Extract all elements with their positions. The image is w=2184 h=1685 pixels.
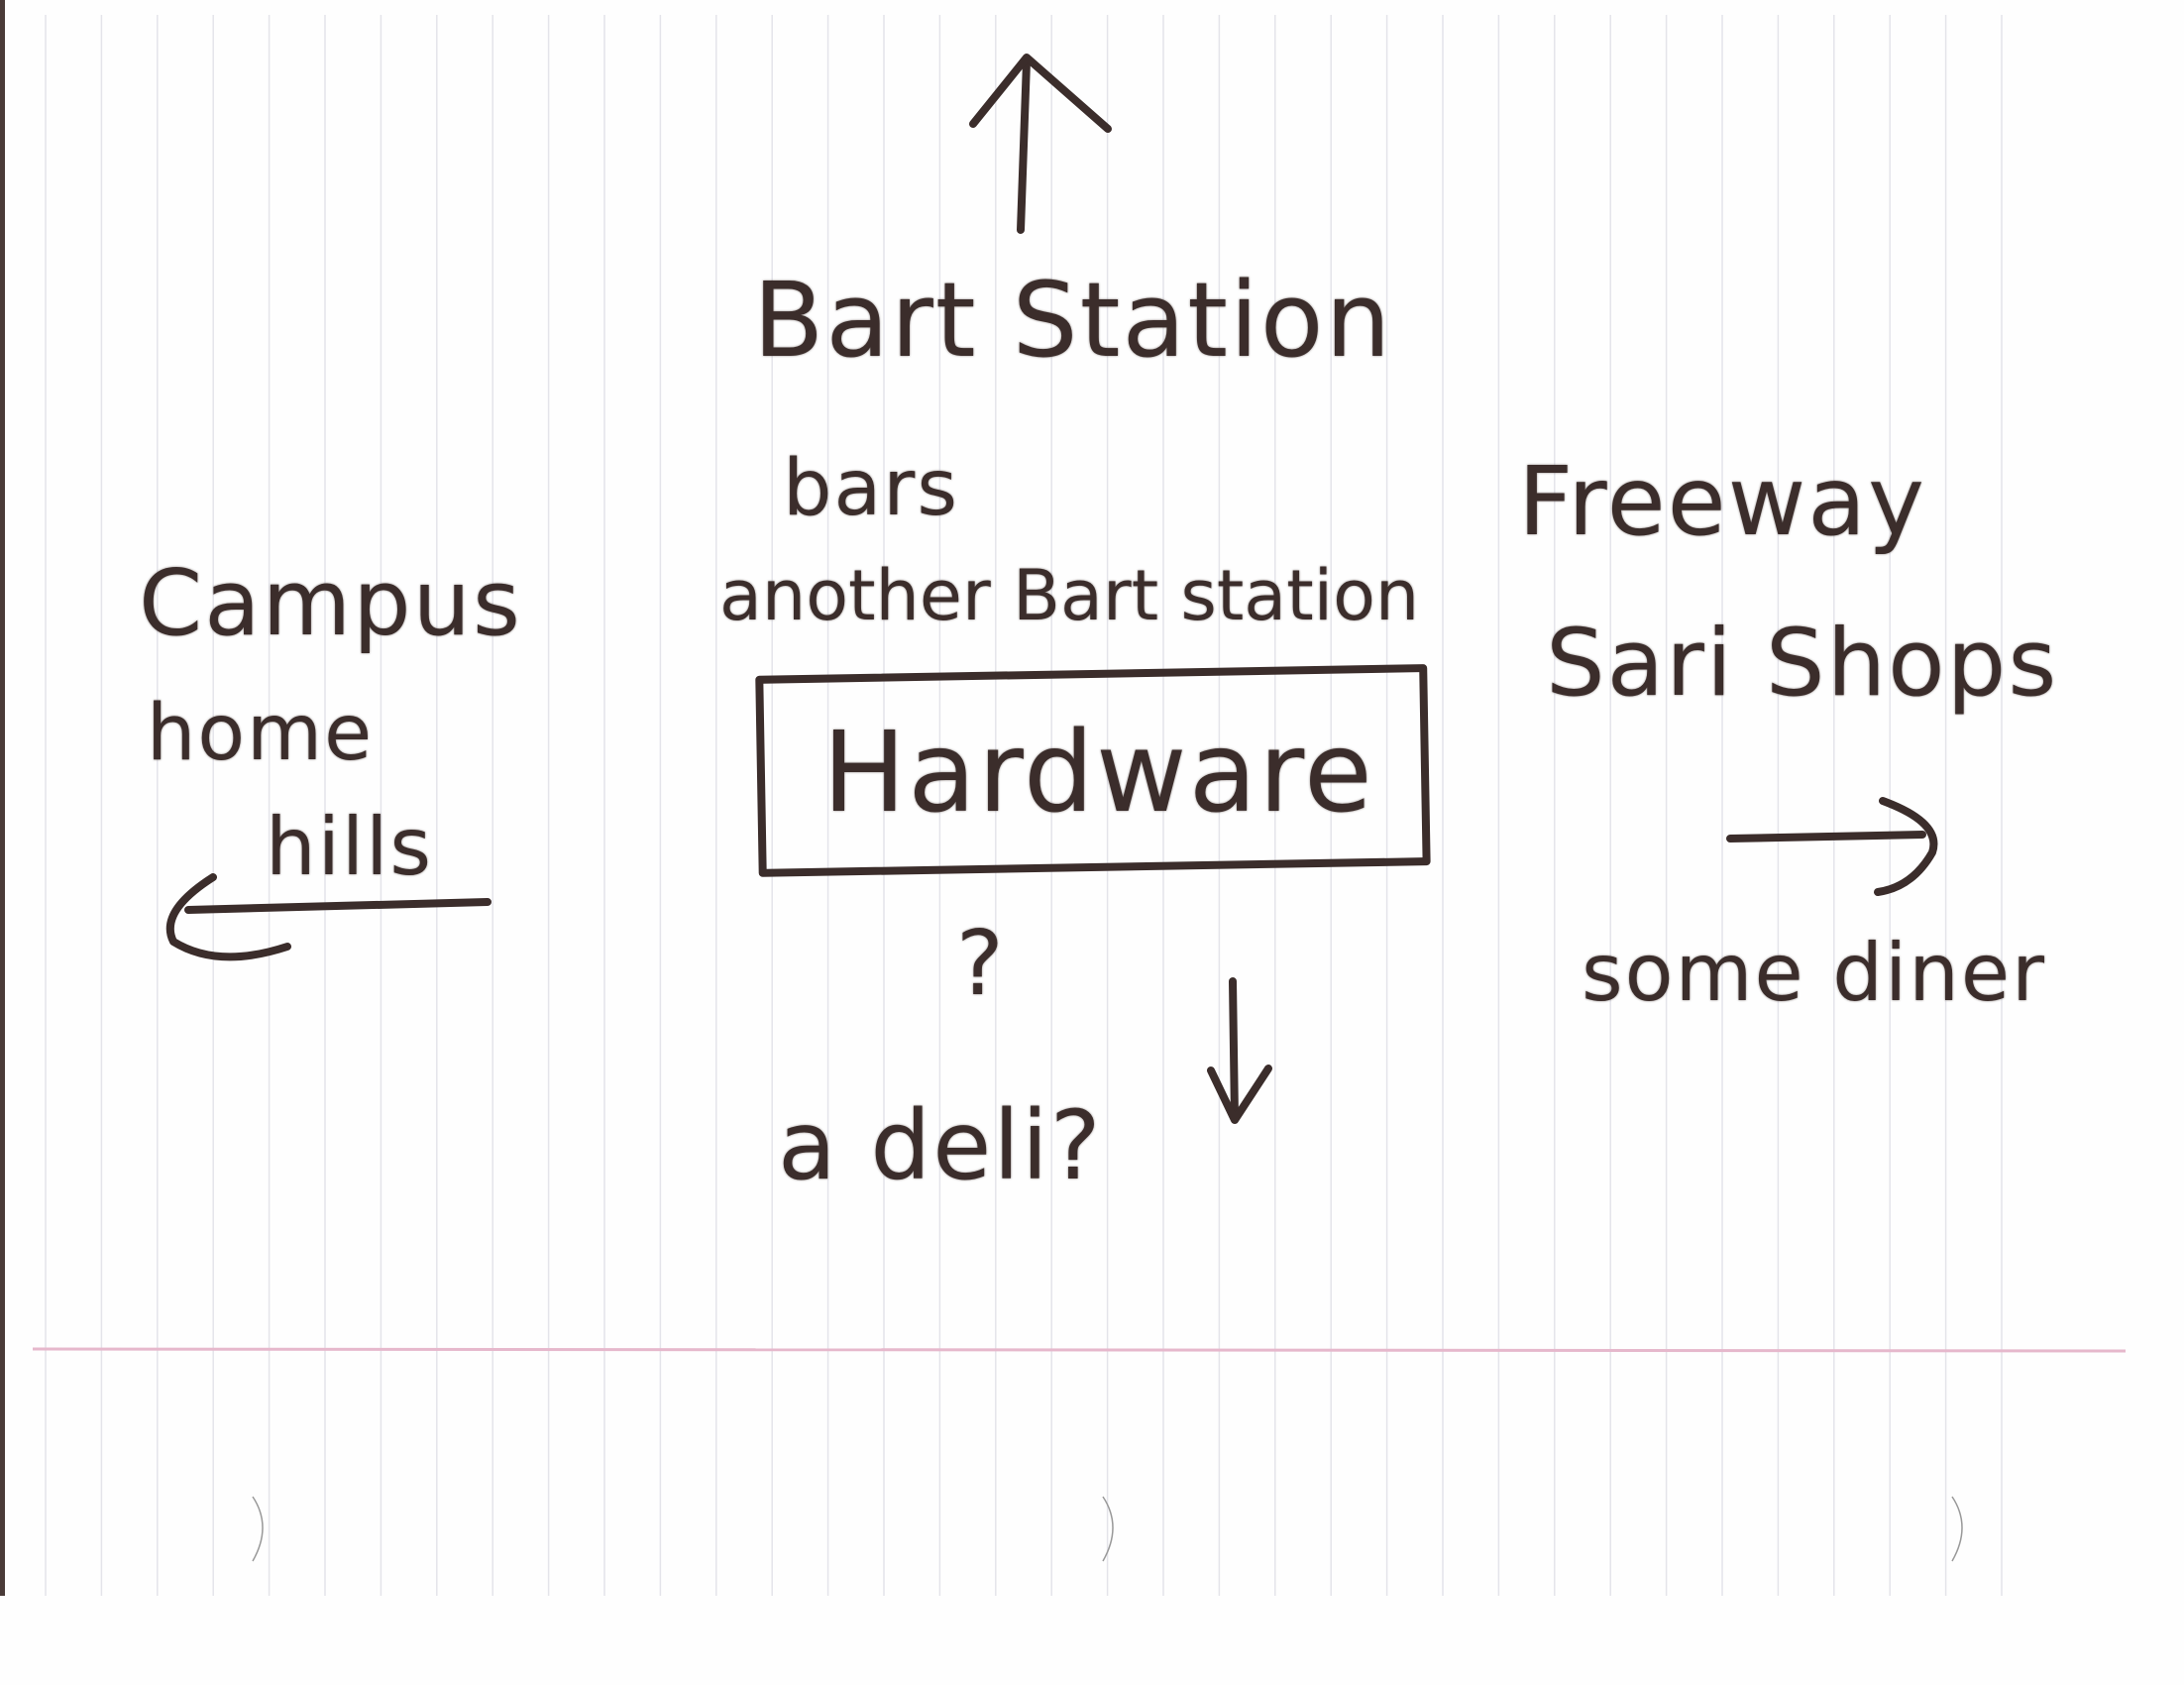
label-bart-station: Bart Station [753,260,1393,381]
label-home: home [147,689,375,778]
arrow-left-icon [165,873,491,961]
label-another-bart-station: another Bart station [719,555,1420,636]
label-question-mark: ? [956,912,1006,1016]
arrow-right-icon [1726,797,1938,896]
punch-hole [252,1496,264,1562]
label-freeway: Freeway [1518,446,1926,557]
label-campus: Campus [139,550,522,656]
punch-hole [1951,1496,1963,1562]
arrow-down-icon [1207,977,1272,1124]
label-hills: hills [266,801,434,893]
punch-hole [1102,1496,1114,1562]
label-bars: bars [783,444,960,533]
label-sari-shops: Sari Shops [1546,610,2059,718]
arrow-up-icon [969,54,1112,234]
label-some-diner: some diner [1582,927,2047,1019]
label-hardware: Hardware [822,709,1374,838]
margin-line [32,1347,2127,1353]
scan-edge [0,0,5,1596]
label-a-deli: a deli? [778,1090,1103,1201]
hardware-box [755,664,1431,877]
